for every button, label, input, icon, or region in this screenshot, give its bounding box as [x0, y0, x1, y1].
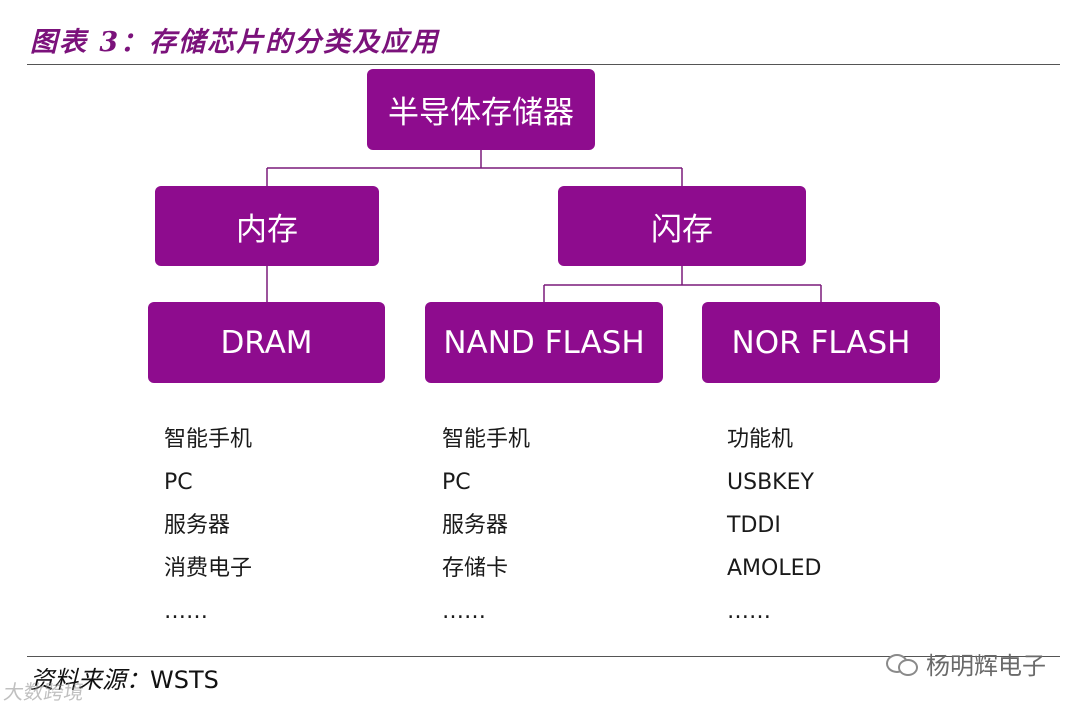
wechat-icon — [886, 652, 920, 676]
list-item: 功能机 — [727, 427, 794, 452]
node-semiconductor-memory: 半导体存储器 — [367, 69, 595, 150]
figure-title: 图表 3：存储芯片的分类及应用 — [30, 27, 440, 58]
list-item: 服务器 — [442, 513, 509, 538]
list-item: 存储卡 — [442, 556, 509, 581]
list-item: 消费电子 — [164, 556, 253, 581]
watermark: 杨明辉电子 — [886, 646, 1046, 681]
list-item: …… — [164, 599, 208, 624]
source-note: 资料来源：WSTS — [30, 660, 219, 695]
watermark-bottom: 大数跨境 — [2, 680, 86, 704]
list-item: …… — [727, 599, 771, 624]
node-memory: 内存 — [155, 186, 379, 266]
list-item: AMOLED — [727, 556, 822, 581]
node-flash: 闪存 — [558, 186, 806, 266]
top-rule — [27, 64, 1060, 65]
nor-applications: 功能机 USBKEY TDDI AMOLED …… — [727, 418, 821, 633]
list-item: PC — [442, 470, 471, 495]
list-item: TDDI — [727, 513, 781, 538]
source-value: WSTS — [150, 666, 219, 694]
list-item: PC — [164, 470, 193, 495]
nand-applications: 智能手机 PC 服务器 存储卡 …… — [442, 418, 530, 633]
list-item: 服务器 — [164, 513, 231, 538]
list-item: 智能手机 — [442, 427, 531, 452]
dram-applications: 智能手机 PC 服务器 消费电子 …… — [164, 418, 252, 633]
bottom-rule — [27, 656, 1060, 657]
list-item: …… — [442, 599, 486, 624]
list-item: USBKEY — [727, 470, 814, 495]
watermark-text: 杨明辉电子 — [926, 652, 1046, 680]
list-item: 智能手机 — [164, 427, 253, 452]
node-nand-flash: NAND FLASH — [425, 302, 663, 383]
source-label: 资料来源： — [30, 666, 150, 694]
node-dram: DRAM — [148, 302, 385, 383]
node-nor-flash: NOR FLASH — [702, 302, 940, 383]
